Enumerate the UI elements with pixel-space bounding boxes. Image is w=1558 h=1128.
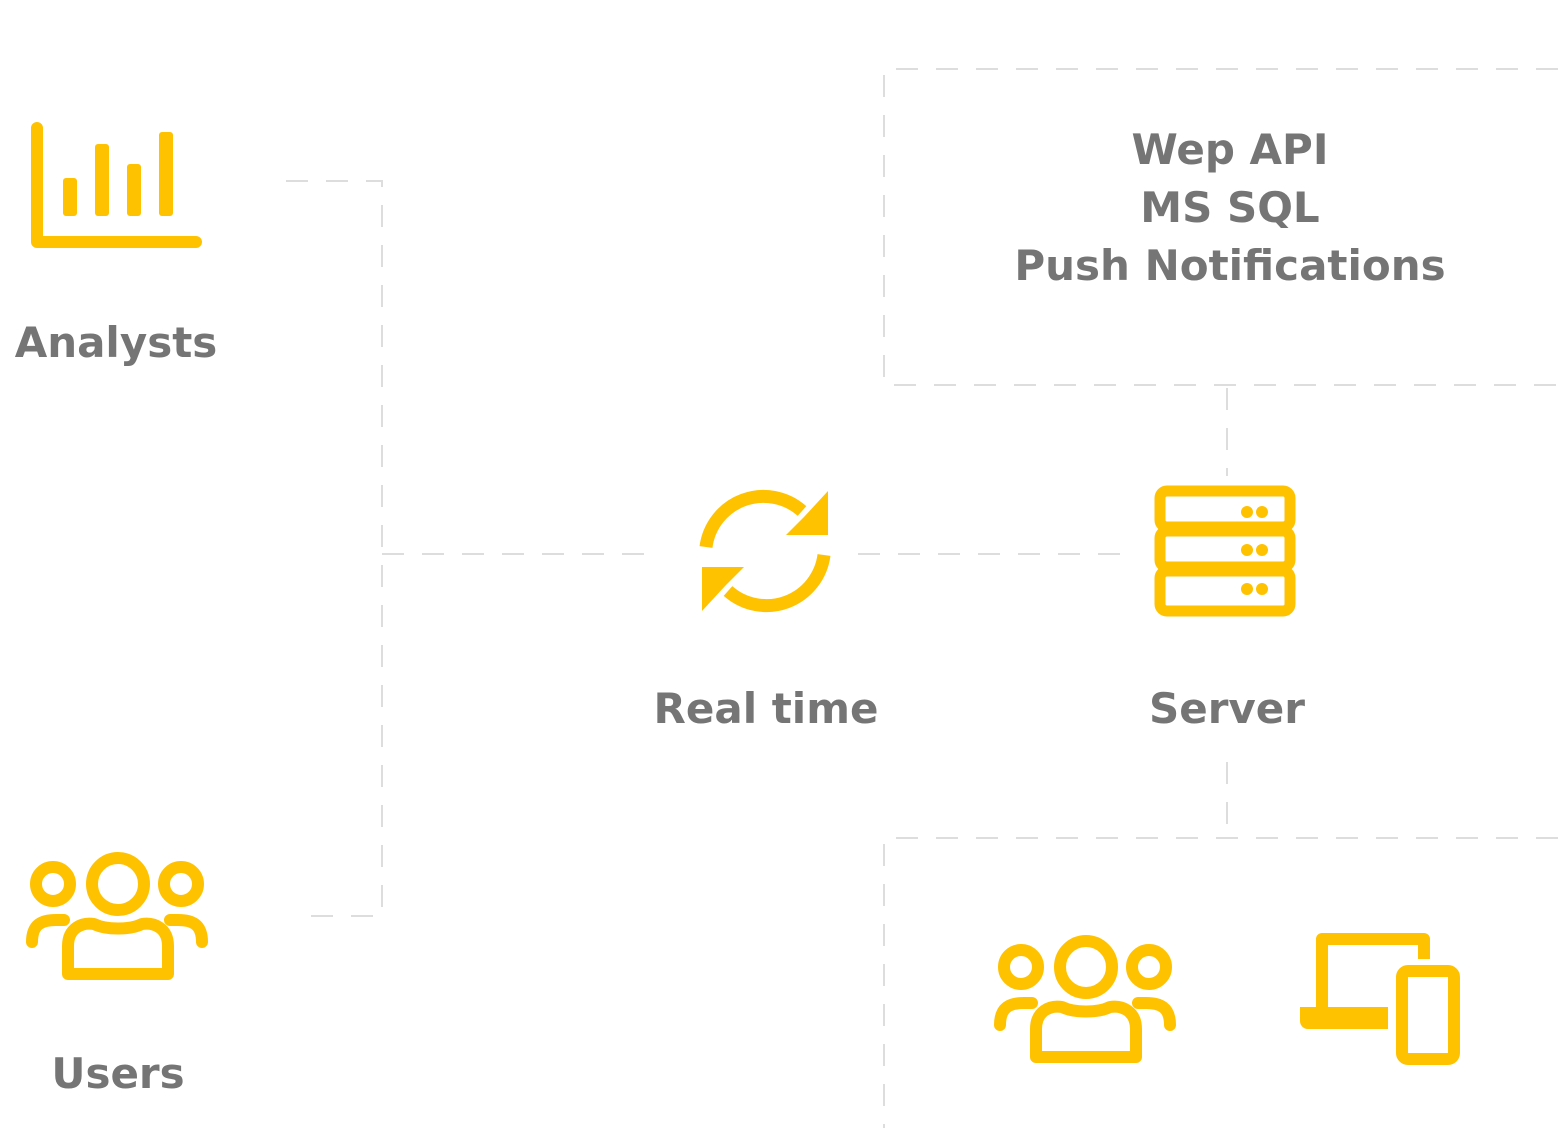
backend-line-webapi: Wep API: [1131, 125, 1329, 174]
clients-users-group-icon: [994, 935, 1176, 1063]
backend-line-mssql: MS SQL: [1140, 183, 1320, 232]
server-icon: [1154, 485, 1296, 617]
server-label: Server: [1148, 684, 1306, 733]
devices-icon: [1300, 933, 1460, 1065]
backend-line-push: Push Notifications: [1014, 241, 1446, 290]
region-backend-box: [883, 68, 1558, 386]
users-group-icon: [26, 852, 208, 980]
bar-chart-icon: [31, 122, 202, 248]
realtime-label: Real time: [653, 684, 879, 733]
connector-analysts: [286, 180, 383, 917]
users-label: Users: [51, 1049, 185, 1098]
analysts-label: Analysts: [14, 318, 218, 367]
backend-stack: Wep API MS SQL Push Notifications: [960, 121, 1500, 295]
sync-icon: [699, 489, 831, 613]
